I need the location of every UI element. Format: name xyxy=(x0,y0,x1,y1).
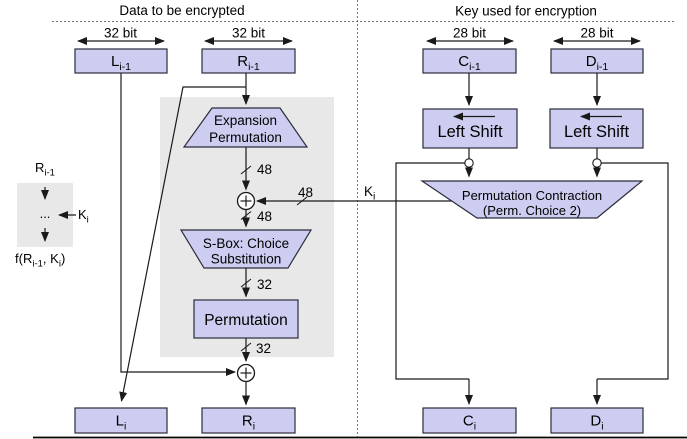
svg-text:Ri: Ri xyxy=(242,413,255,433)
bus-width-label: 48 xyxy=(298,185,313,200)
permutation-contraction-block: Permutation Contraction (Perm. Choice 2) xyxy=(420,180,644,219)
section-dividers xyxy=(52,0,676,437)
mini-legend: Ri-1 ... Ki f(Ri-1, Ki) xyxy=(15,160,89,270)
bit-width-label: 32 bit xyxy=(232,26,265,41)
svg-text:Ci-1: Ci-1 xyxy=(458,53,481,73)
register-r-next: Ri xyxy=(201,407,296,434)
svg-text:Li: Li xyxy=(116,413,127,433)
svg-text:Left Shift: Left Shift xyxy=(437,123,503,141)
svg-text:Left Shift: Left Shift xyxy=(564,123,630,141)
mini-dots: ... xyxy=(40,206,51,221)
svg-text:Permutation Contraction: Permutation Contraction xyxy=(462,188,602,203)
register-l-next: Li xyxy=(74,407,168,434)
mini-input-label: Ri-1 xyxy=(35,160,55,179)
register-l-prev: Li-1 xyxy=(74,48,168,74)
svg-text:Di: Di xyxy=(590,413,603,433)
branch-node-icon xyxy=(464,158,474,168)
data-flow-wires xyxy=(119,73,452,406)
bus-width-label: 48 xyxy=(257,162,272,177)
svg-text:Ri-1: Ri-1 xyxy=(237,53,260,73)
svg-text:Permutation: Permutation xyxy=(209,130,282,145)
mini-key-label: Ki xyxy=(78,207,89,226)
right-section-title: Key used for encryption xyxy=(455,4,597,19)
left-shift-c-block: Left Shift xyxy=(422,108,518,149)
permutation-block: Permutation xyxy=(193,299,299,339)
register-d-next: Di xyxy=(550,407,644,434)
svg-text:Permutation: Permutation xyxy=(204,312,288,329)
register-c-next: Ci xyxy=(422,407,517,434)
svg-text:Ci: Ci xyxy=(463,413,476,433)
bit-width-measures: 32 bit 32 bit 28 bit 28 bit xyxy=(77,26,641,45)
svg-text:Expansion: Expansion xyxy=(214,113,277,128)
register-d-prev: Di-1 xyxy=(550,48,644,74)
register-c-prev: Ci-1 xyxy=(422,48,517,74)
left-section-title: Data to be encrypted xyxy=(119,3,244,18)
left-shift-d-block: Left Shift xyxy=(549,108,644,149)
bus-width-label: 32 xyxy=(256,341,271,356)
svg-text:Substitution: Substitution xyxy=(211,252,282,267)
bus-width-label: 32 xyxy=(257,277,272,292)
xor-icon xyxy=(236,191,256,211)
bit-width-label: 28 bit xyxy=(580,26,613,41)
svg-text:Li-1: Li-1 xyxy=(111,53,131,73)
sbox-block: S-Box: Choice Substitution xyxy=(179,229,313,269)
svg-text:S-Box: Choice: S-Box: Choice xyxy=(203,236,289,251)
bit-width-label: 32 bit xyxy=(104,26,137,41)
register-r-prev: Ri-1 xyxy=(201,48,296,74)
mini-output-label: f(Ri-1, Ki) xyxy=(15,251,65,270)
branch-node-icon xyxy=(592,158,602,168)
bus-width-label: 48 xyxy=(257,209,272,224)
svg-text:(Perm. Choice 2): (Perm. Choice 2) xyxy=(483,203,581,218)
xor-icon xyxy=(236,363,256,383)
subkey-label: Ki xyxy=(364,184,375,203)
svg-text:Di-1: Di-1 xyxy=(586,53,609,73)
bus-width-ticks xyxy=(240,165,308,352)
key-flow-wires xyxy=(395,73,669,405)
bit-width-label: 28 bit xyxy=(453,26,486,41)
expansion-permutation-block: Expansion Permutation xyxy=(182,107,309,148)
